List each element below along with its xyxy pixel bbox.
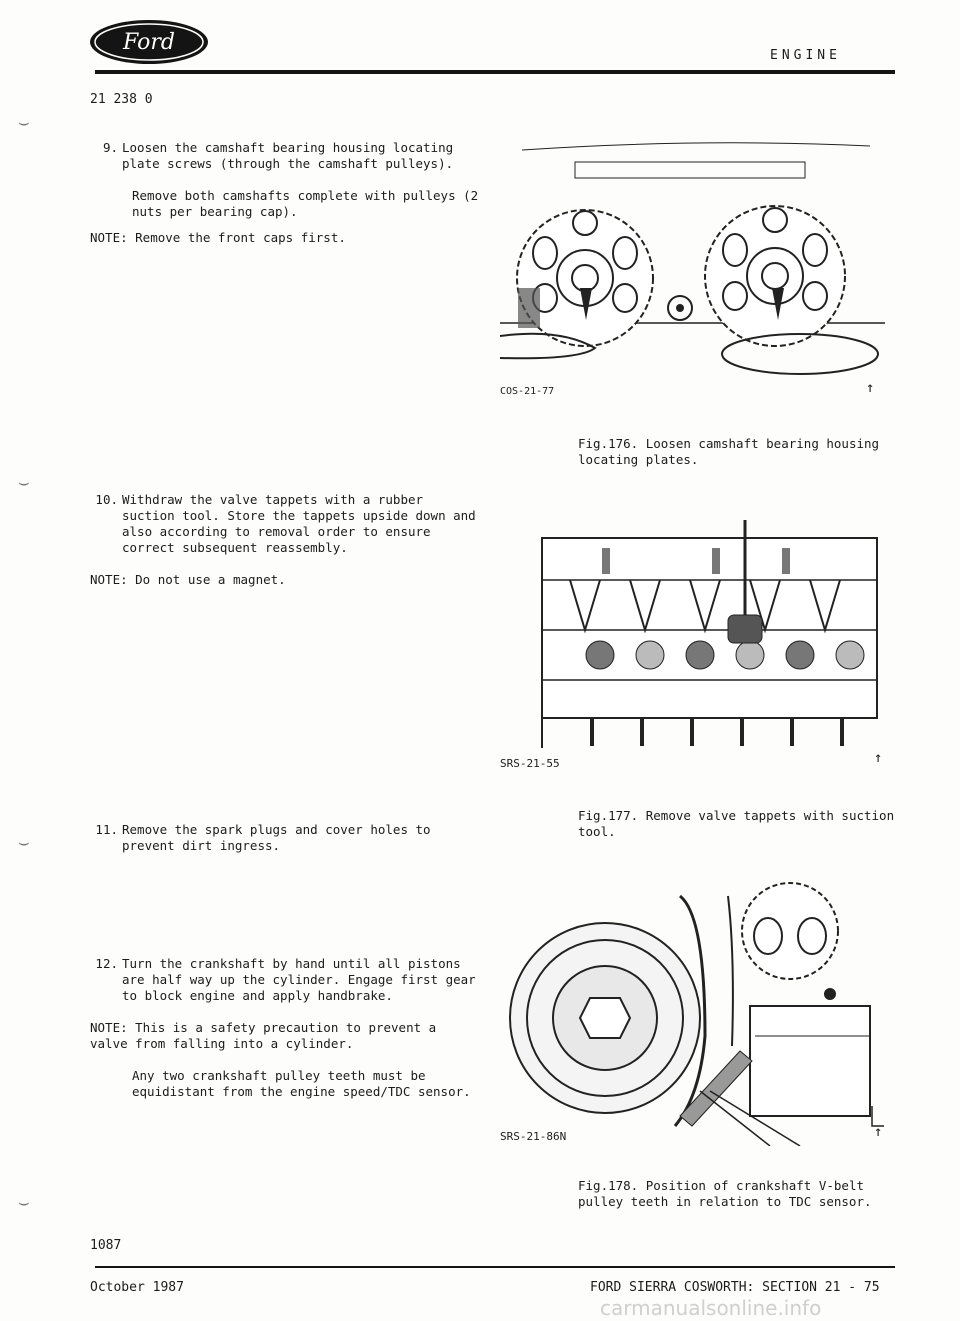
figure-177-id: SRS-21-55 — [500, 757, 560, 770]
note-text: NOTE: Remove the front caps first. — [90, 230, 346, 245]
step-10: 10. Withdraw the valve tappets with a rub… — [90, 492, 490, 556]
ford-logo: Ford — [90, 20, 208, 64]
footer-rule — [95, 1266, 895, 1268]
figure-176-caption: Fig.176. Loosen camshaft bearing housing… — [578, 436, 908, 468]
figure-177-drawing — [541, 520, 878, 748]
north-arrow-icon: ↑ — [874, 750, 883, 766]
north-arrow-icon: ↑ — [866, 380, 875, 396]
figure-178-id: SRS-21-86N — [500, 1130, 567, 1143]
binding-mark: ⌣ — [18, 1192, 30, 1213]
binding-mark: ⌣ — [18, 472, 30, 493]
section-label: ENGINE — [770, 48, 841, 63]
step-12-sub: Any two crankshaft pulley teeth must be … — [132, 1068, 471, 1099]
note-text: NOTE: This is a safety precaution to pre… — [90, 1020, 437, 1051]
caption-text: Position of crankshaft V-belt pulley tee… — [578, 1178, 872, 1209]
step-9: 9. Loosen the camshaft bearing housing lo… — [90, 140, 490, 172]
figure-177-caption: Fig.177. Remove valve tappets with sucti… — [578, 808, 898, 840]
caption-text: Loosen camshaft bearing housing locating… — [578, 436, 880, 467]
step-text: Turn the crankshaft by hand until all pi… — [122, 956, 476, 1003]
step-number: 10. — [95, 492, 118, 507]
step-text: Withdraw the valve tappets with a rubber… — [122, 492, 476, 555]
footer-date: October 1987 — [90, 1280, 184, 1295]
logo-text: Ford — [122, 30, 175, 55]
header-rule — [95, 70, 895, 74]
step-number: 9. — [102, 140, 118, 155]
figure-176-drawing — [500, 142, 885, 375]
step-number: 11. — [95, 822, 118, 837]
note-text: NOTE: Do not use a magnet. — [90, 572, 286, 587]
figure-178-drawing — [509, 882, 884, 1146]
step-9-sub: Remove both camshafts complete with pull… — [132, 188, 479, 219]
binding-mark: ⌣ — [18, 832, 30, 853]
caption-number: Fig.177. — [578, 808, 639, 823]
step-12: 12. Turn the crankshaft by hand until all… — [90, 956, 490, 1004]
step-10-note: NOTE: Do not use a magnet. — [90, 572, 490, 588]
page-number: 1087 — [90, 1238, 122, 1253]
reference-code: 21 238 0 — [90, 92, 153, 107]
figure-178-caption: Fig.178. Position of crankshaft V-belt p… — [578, 1178, 908, 1210]
caption-number: Fig.178. — [578, 1178, 639, 1193]
caption-number: Fig.176. — [578, 436, 639, 451]
step-12-note: NOTE: This is a safety precaution to pre… — [90, 1020, 490, 1052]
figure-176-id: COS-21-77 — [500, 386, 555, 397]
step-11: 11. Remove the spark plugs and cover hole… — [90, 822, 490, 854]
footer-reference: FORD SIERRA COSWORTH: SECTION 21 - 75 — [590, 1280, 880, 1295]
north-arrow-icon: ↑ — [874, 1124, 883, 1140]
step-text: Loosen the camshaft bearing housing loca… — [122, 140, 454, 171]
step-number: 12. — [95, 956, 118, 971]
caption-text: Remove valve tappets with suction tool. — [578, 808, 895, 839]
binding-mark: ⌣ — [18, 112, 30, 133]
step-text: Remove the spark plugs and cover holes t… — [122, 822, 431, 853]
step-9-note: NOTE: Remove the front caps first. — [90, 230, 490, 246]
watermark: carmanualsonline.info — [600, 1296, 822, 1320]
